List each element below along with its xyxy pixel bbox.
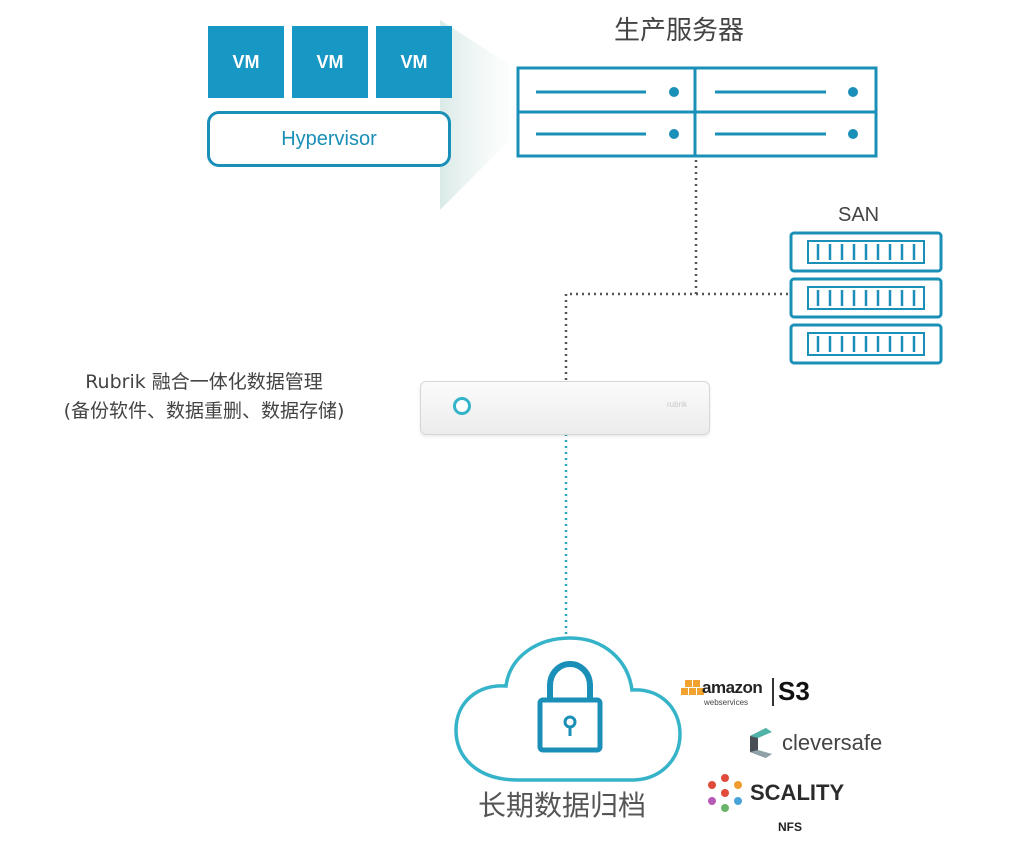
appliance-brand-mark: rubrik [666, 400, 687, 409]
vm-block-3: VM [376, 26, 452, 98]
power-led-icon [453, 397, 471, 415]
logo-divider [772, 678, 774, 706]
projection-wedge [440, 20, 510, 210]
rubrik-label-line2: (备份软件、数据重删、数据存储) [63, 400, 345, 422]
rubrik-appliance: rubrik [420, 381, 710, 435]
cleversafe-wordmark: cleversafe [782, 730, 883, 755]
vm-block-1: VM [208, 26, 284, 98]
production-server-label: 生产服务器 [614, 16, 745, 46]
san-storage-icon [789, 231, 943, 365]
rubrik-label: Rubrik 融合一体化数据管理 (备份软件、数据重删、数据存储) [4, 368, 404, 426]
scality-wordmark: SCALITY [750, 780, 845, 805]
amazon-wordmark: amazon [702, 678, 763, 697]
scality-logo: SCALITY [704, 772, 864, 814]
scality-mark-icon [708, 774, 742, 812]
aws-cubes-icon [681, 680, 704, 695]
cleversafe-logo: cleversafe [740, 722, 910, 762]
aws-subtext: webservices [704, 698, 749, 707]
nfs-label: NFS [778, 820, 802, 834]
server-to-rubrik-line [564, 160, 698, 381]
cloud-icon [454, 636, 682, 782]
cleversafe-mark-icon [750, 728, 772, 758]
archive-label: 长期数据归档 [478, 789, 647, 822]
rubrik-label-line1: Rubrik 融合一体化数据管理 [85, 371, 323, 393]
amazon-s3-logo: amazon webservices S3 [680, 672, 830, 712]
server-icon [516, 66, 878, 158]
lock-icon [537, 660, 603, 753]
hypervisor-box: Hypervisor [207, 111, 451, 167]
s3-wordmark: S3 [778, 676, 810, 706]
vm-block-2: VM [292, 26, 368, 98]
san-label: SAN [838, 204, 880, 226]
